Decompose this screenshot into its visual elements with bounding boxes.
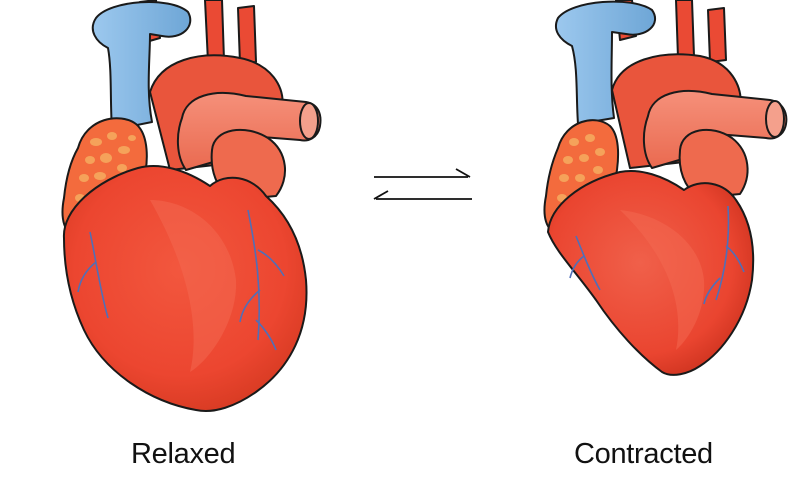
equilibrium-arrows-icon bbox=[373, 168, 472, 200]
pulmonary-artery bbox=[678, 129, 749, 199]
artery-branch-3 bbox=[707, 7, 727, 63]
forward-arrowhead bbox=[455, 168, 471, 178]
artery-branch-2 bbox=[204, 0, 225, 63]
ventricles bbox=[547, 170, 755, 376]
aorta-opening bbox=[765, 100, 785, 138]
vena-cava bbox=[554, 0, 656, 125]
aorta-opening bbox=[299, 102, 319, 140]
coronary-veins bbox=[77, 209, 285, 351]
artery-branch-2 bbox=[675, 0, 695, 59]
coronary-veins bbox=[569, 205, 745, 305]
relaxed-heart-illustration bbox=[61, 0, 322, 412]
ventricles bbox=[62, 165, 308, 412]
artery-branch-3 bbox=[237, 5, 257, 65]
ventricle-highlight bbox=[620, 210, 705, 350]
contracted-heart-illustration bbox=[543, 0, 788, 376]
backward-arrowhead bbox=[373, 190, 389, 200]
ventricle-highlight bbox=[150, 200, 237, 372]
vena-cava bbox=[91, 1, 192, 131]
relaxed-label: Relaxed bbox=[131, 438, 236, 470]
contracted-label: Contracted bbox=[574, 438, 713, 470]
